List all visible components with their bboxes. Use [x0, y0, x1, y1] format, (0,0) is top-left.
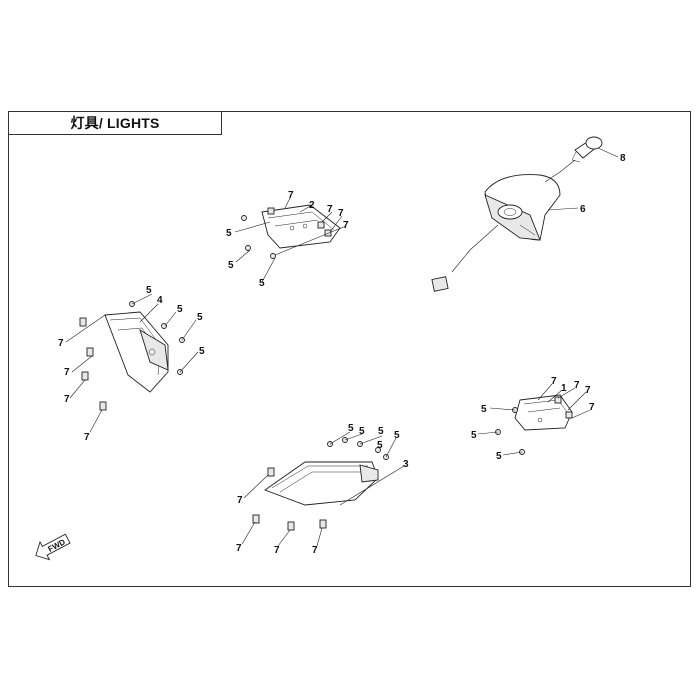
callout-left-7a: 7 [58, 338, 64, 349]
callout-left-7b: 7 [64, 367, 70, 378]
fwd-arrow: FWD [35, 533, 71, 561]
callout-right-7a: 7 [551, 376, 557, 387]
callout-left-4: 4 [157, 295, 163, 306]
callout-right-7c: 7 [585, 385, 591, 396]
drawing-frame [8, 111, 691, 587]
callout-left-5b: 5 [177, 304, 183, 315]
callout-left-7d: 7 [84, 432, 90, 443]
callout-bottom-7c: 7 [274, 545, 280, 556]
callout-bottom-3: 3 [403, 459, 409, 470]
clip-parts [79, 317, 327, 531]
callout-right-5b: 5 [471, 430, 477, 441]
callout-right-1: 1 [561, 383, 567, 394]
callout-top-5b: 5 [228, 260, 234, 271]
callout-right-7b: 7 [574, 380, 580, 391]
callout-left-5a: 5 [146, 285, 152, 296]
bulb-socket [571, 136, 603, 163]
callout-bottom-5d: 5 [394, 430, 400, 441]
callout-top-7d: 7 [343, 220, 349, 231]
callout-top-5a: 5 [226, 228, 232, 239]
callout-top-7a: 7 [288, 190, 294, 201]
diagram-title: 灯具/ LIGHTS [8, 111, 222, 135]
callout-bottom-5a: 5 [348, 423, 354, 434]
callout-bottom-5c: 5 [378, 426, 384, 437]
callout-bottom-5e: 5 [377, 440, 383, 451]
callout-bottom-5b: 5 [359, 426, 365, 437]
callout-top-7c: 7 [338, 208, 344, 219]
headlight-bottom [264, 461, 379, 506]
callout-numbers: 8 6 7 2 7 7 7 5 5 5 5 4 5 5 5 7 7 7 7 5 … [58, 153, 626, 556]
headlight-left [104, 311, 169, 393]
screw-parts [129, 215, 525, 460]
front-light-right [514, 394, 573, 431]
callout-top-5c: 5 [259, 278, 265, 289]
callout-right-7d: 7 [589, 402, 595, 413]
leader-lines [65, 147, 619, 547]
callout-bottom-7b: 7 [236, 543, 242, 554]
callout-right-5a: 5 [481, 404, 487, 415]
taillight-assembly [431, 159, 576, 292]
callout-top-7b: 7 [327, 204, 333, 215]
callout-taillight-8: 8 [620, 153, 626, 164]
callout-left-5d: 5 [199, 346, 205, 357]
front-light-small [261, 204, 341, 249]
callout-bottom-7a: 7 [237, 495, 243, 506]
callout-right-5c: 5 [496, 451, 502, 462]
callout-left-5c: 5 [197, 312, 203, 323]
callout-bottom-7d: 7 [312, 545, 318, 556]
callout-taillight-6: 6 [580, 204, 586, 215]
callout-top-2: 2 [309, 200, 315, 211]
callout-left-7c: 7 [64, 394, 70, 405]
